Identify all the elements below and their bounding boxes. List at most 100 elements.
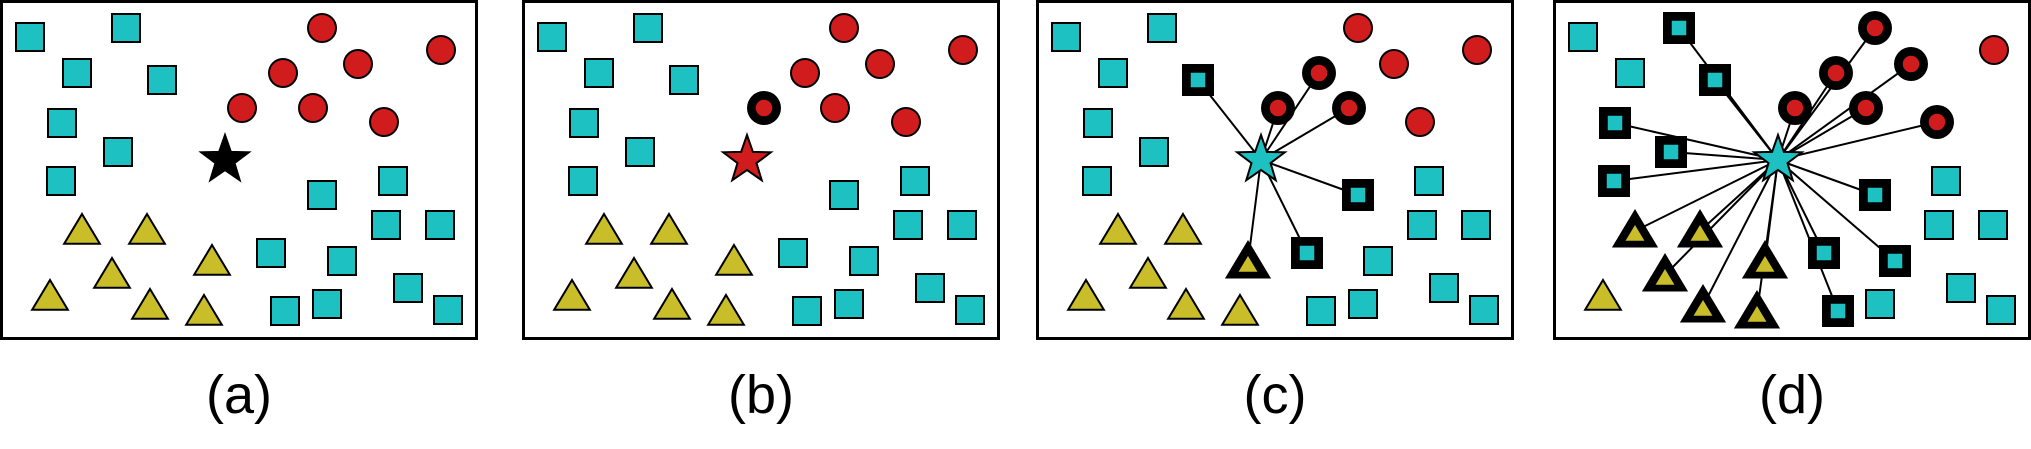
square-marker [393, 273, 423, 303]
square-marker [792, 296, 822, 326]
neighbor-link [1777, 159, 1839, 312]
circle-marker [790, 58, 820, 88]
square-marker [1098, 58, 1128, 88]
query-star-icon [720, 131, 774, 183]
circle-marker [1379, 49, 1409, 79]
neighbor-square-marker [1189, 71, 1207, 89]
square-marker [1348, 289, 1378, 319]
neighbor-square-marker [1670, 19, 1688, 37]
neighbor-circle-marker [1826, 63, 1846, 83]
neighbor-link [1777, 159, 1896, 262]
neighbor-circle-marker [1339, 98, 1359, 118]
square-marker [1461, 210, 1491, 240]
triangle-marker [130, 287, 170, 320]
triangle-marker [1098, 212, 1138, 245]
neighbor-triangle-marker [1238, 256, 1258, 272]
triangle-marker [62, 212, 102, 245]
neighbor-triangle-marker [1747, 306, 1767, 322]
square-marker [1147, 13, 1177, 43]
square-marker [1986, 295, 2016, 325]
circle-marker [268, 58, 298, 88]
neighbor-triangle-marker [1690, 225, 1710, 241]
neighbor-circle-marker [1309, 63, 1329, 83]
triangle-marker [1066, 278, 1106, 311]
neighbor-triangle-marker [1693, 300, 1713, 316]
neighbor-square-marker [1829, 302, 1847, 320]
panel-b [522, 0, 1000, 340]
circle-marker [343, 49, 373, 79]
neighbor-circle-marker [1927, 112, 1947, 132]
neighbor-link [1777, 121, 1938, 161]
square-marker [1946, 273, 1976, 303]
square-marker [569, 108, 599, 138]
square-marker [1865, 289, 1895, 319]
square-marker [1429, 273, 1459, 303]
neighbor-square-marker [1662, 143, 1680, 161]
circle-marker [1343, 13, 1373, 43]
neighbor-square-marker [1706, 71, 1724, 89]
triangle-marker [652, 287, 692, 320]
triangle-marker [714, 243, 754, 276]
neighbor-square-marker [1606, 114, 1624, 132]
square-marker [147, 65, 177, 95]
square-marker [103, 137, 133, 167]
panel-a-plot [0, 0, 478, 340]
square-marker [1469, 295, 1499, 325]
panel-d [1553, 0, 2031, 340]
neighbor-square-marker [1349, 186, 1367, 204]
triangle-marker [184, 293, 224, 326]
square-marker [915, 273, 945, 303]
circle-marker [865, 49, 895, 79]
panel-caption: (b) [728, 365, 794, 425]
square-marker [47, 108, 77, 138]
triangle-marker [1163, 212, 1203, 245]
circle-marker [369, 107, 399, 137]
panel-caption: (c) [1243, 365, 1307, 425]
circle-marker [1462, 35, 1492, 65]
square-marker [669, 65, 699, 95]
square-marker [1306, 296, 1336, 326]
square-marker [371, 210, 401, 240]
square-marker [947, 210, 977, 240]
neighbor-link [1777, 159, 1876, 196]
square-marker [433, 295, 463, 325]
square-marker [893, 210, 923, 240]
circle-marker [948, 35, 978, 65]
triangle-marker [1583, 278, 1623, 311]
triangle-marker [706, 293, 746, 326]
square-marker [1363, 246, 1393, 276]
neighbor-link [1777, 63, 1912, 161]
square-marker [584, 58, 614, 88]
square-marker [568, 166, 598, 196]
square-marker [15, 22, 45, 52]
neighbor-triangle-marker [1625, 225, 1645, 241]
square-marker [256, 238, 286, 268]
neighbor-link [1664, 159, 1779, 276]
query-star-icon [198, 131, 252, 183]
square-marker [955, 295, 985, 325]
neighbor-circle-marker [754, 98, 774, 118]
triangle-marker [92, 256, 132, 289]
neighbor-link [1634, 159, 1779, 232]
neighbor-triangle-marker [1755, 256, 1775, 272]
circle-marker [820, 93, 850, 123]
square-marker [1978, 210, 2008, 240]
neighbor-circle-marker [1268, 98, 1288, 118]
square-marker [1615, 58, 1645, 88]
square-marker [829, 180, 859, 210]
triangle-marker [552, 278, 592, 311]
circle-marker [891, 107, 921, 137]
panel-caption: (d) [1759, 365, 1825, 425]
circle-marker [298, 93, 328, 123]
square-marker [1568, 22, 1598, 52]
square-marker [307, 180, 337, 210]
square-marker [1924, 210, 1954, 240]
square-marker [425, 210, 455, 240]
square-marker [111, 13, 141, 43]
square-marker [1082, 166, 1112, 196]
panel-a [0, 0, 478, 340]
neighbor-link [1670, 151, 1779, 161]
square-marker [849, 246, 879, 276]
neighbor-link [1756, 159, 1779, 313]
panel-c [1036, 0, 1514, 340]
